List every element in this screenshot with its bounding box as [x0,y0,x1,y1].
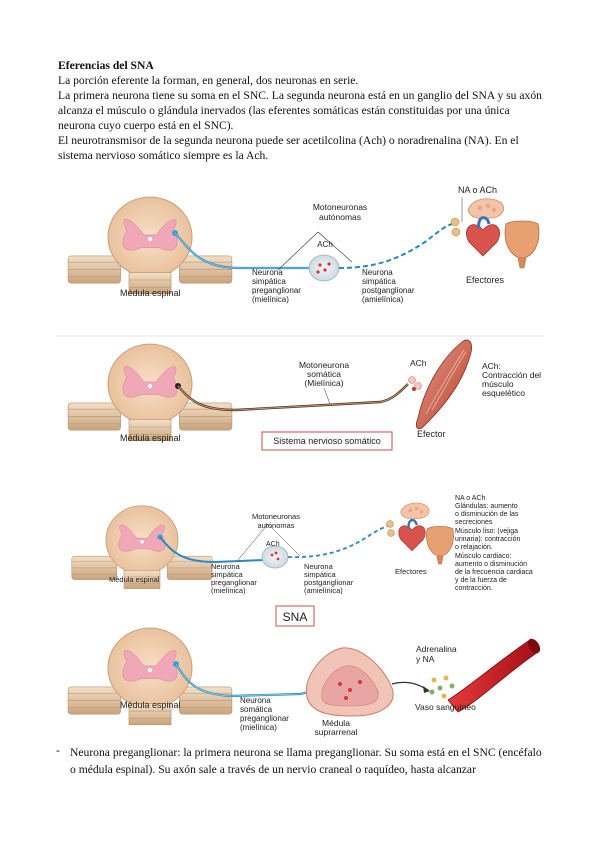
label-post-1b: simpática [362,277,396,286]
label-pre-4a: Neurona [240,696,271,705]
effector-notes: NA o ACh Glándulas: aumento o disminució… [455,495,533,592]
label-pre-3d: (mielínica) [211,586,246,595]
label-pre-3a: Neurona [211,562,241,571]
somatic-system-box [261,431,393,451]
note-line-4: Músculo liso: (vejiga [455,528,518,535]
label-pre-3c: preganglionar [211,578,257,587]
label-efector: Efector [417,429,446,439]
note-line-7: Músculo cardiaco: [455,553,511,560]
label-post-1a: Neurona [362,268,393,277]
note-line-3: secreciones [455,519,493,526]
label-medula-3: Médula espinal [109,575,160,584]
label-ach-1: ACh [317,240,333,249]
gland-icon-3 [400,502,430,520]
label-pre-3b: simpática [211,570,244,579]
intro-text: Eferencias del SNA La porción eferente l… [58,58,548,163]
label-autonomas-1: autónomas [319,212,361,222]
label-contr-2: músculo [482,379,514,389]
note-line-11: contracción. [455,585,493,592]
figure-autonomic-detailed: Motoneuronas autónomas ACh NA o ACh Neur… [67,185,540,304]
paragraph-3: El neurotransmisor de la segunda neurona… [58,134,519,162]
label-contr-3: esquelético [482,388,525,398]
bullet-preganglionar: - Neurona preganglionar: la primera neur… [56,744,546,778]
bladder-icon [504,220,540,269]
note-line-10: y de la fuerza de [455,577,507,584]
label-post-1c: postganglionar [362,286,415,295]
label-post-3b: simpática [304,570,337,579]
skeletal-muscle-icon [416,339,472,430]
bullet-dash: - [56,744,60,757]
label-sistema-somatico: Sistema nervioso somático [273,436,381,446]
label-post-3a: Neurona [304,562,334,571]
note-line-9: de la frecuencia cardiaca [455,569,533,576]
label-pre-1d: (mielínica) [252,295,289,304]
label-motoneuronas-1: Motoneuronas [313,202,367,212]
label-pre-1b: simpática [252,277,286,286]
spinal-cord-1 [67,196,233,295]
label-pre-1c: preganglionar [252,286,301,295]
label-medula-1: Médula espinal [120,288,181,298]
label-sna: SNA [283,610,308,624]
label-moto-2a: Motoneurona [299,360,349,370]
note-line-2: o disminución de las [455,511,519,518]
note-line-1: Glándulas: aumento [455,503,518,510]
note-line-5: urinaria): contracción [455,536,520,543]
label-moto-2b: somática [307,369,341,379]
ganglion-1 [308,254,340,282]
label-moto-3a: Motoneuronas [252,512,300,521]
label-medula-4: Médula espinal [120,700,181,710]
label-pre-4d: (mielínica) [240,723,277,732]
spinal-cord-2 [67,343,233,442]
bladder-icon-3 [426,526,454,565]
label-contr-1: Contracción del [482,370,541,380]
label-adren-1: Adrenalina [416,644,457,654]
label-pre-4c: preganglionar [240,714,289,723]
label-moto-3b: autónomas [257,521,294,530]
section-title: Eferencias del SNA [58,59,154,72]
figure-autonomic-compact: Motoneuronas autónomas ACh Neurona simpá… [71,495,533,627]
label-supra-2: suprarrenal [315,727,358,737]
label-efectores-3: Efectores [395,567,427,576]
bullet-text: Neurona preganglionar: la primera neuron… [70,746,542,776]
figure-somatic: Motoneurona somática (Mielínica) ACh ACh… [56,335,544,451]
label-medula-2: Médula espinal [120,433,181,443]
label-supra-1: Médula [322,718,350,728]
label-vaso: Vaso sanguíneo [415,702,476,712]
figure-adrenal: Adrenalina y NA Neurona somática pregang… [67,627,541,737]
label-post-3d: (amielínica) [304,586,343,595]
spinal-cord-4 [67,627,233,726]
paragraph-1: La porción eferente la forman, en genera… [58,74,359,87]
note-line-6: o relajación. [455,544,493,551]
paragraph-2: La primera neurona tiene su soma en el S… [58,89,542,132]
ganglion-3 [261,545,289,569]
label-ach-3: ACh [266,541,280,548]
heart-icon-3 [397,518,427,552]
label-moto-2c: (Mielínica) [304,378,343,388]
label-pre-4b: somática [240,705,273,714]
label-efectores-1: Efectores [466,275,505,285]
label-post-1d: (amielínica) [362,295,404,304]
label-ach-colon: ACh: [482,361,501,371]
label-pre-1a: Neurona [252,268,283,277]
note-line-0: NA o ACh [455,495,485,502]
label-post-3c: postganglionar [304,578,354,587]
label-na-ach-1: NA o ACh [458,185,497,195]
label-adren-2: y NA [416,654,435,664]
gland-icon [467,198,505,220]
label-ach-2: ACh [410,358,427,368]
heart-icon [464,216,502,258]
sna-box [275,605,315,627]
note-line-8: aumento o disminución [455,561,527,568]
